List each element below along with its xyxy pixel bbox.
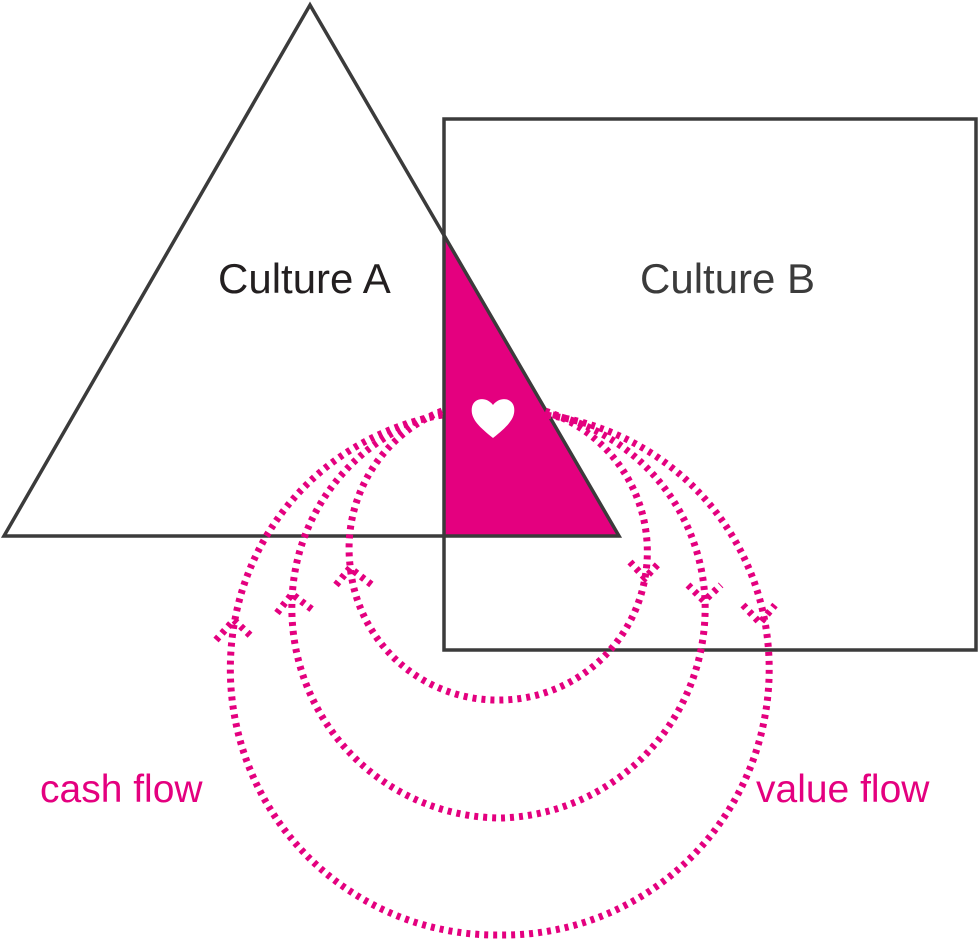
flow-arc-middle (288, 409, 709, 822)
arrow-head-middle-right (685, 582, 724, 606)
culture-a-label: Culture A (218, 255, 391, 302)
arrow-head-inner-right (627, 559, 663, 584)
culture-b-label: Culture B (640, 255, 816, 302)
arrow-head-outer-right (740, 602, 778, 629)
value-flow-label: value flow (756, 768, 930, 811)
flow-arc-inner (345, 407, 651, 704)
cash-flow-label: cash flow (40, 768, 203, 811)
arrow-head-middle-left (274, 589, 317, 616)
heart-icon (471, 399, 515, 438)
culture-a-triangle (0, 1, 623, 538)
flow-arc-outer (226, 411, 773, 939)
culture-b-square (442, 117, 978, 652)
